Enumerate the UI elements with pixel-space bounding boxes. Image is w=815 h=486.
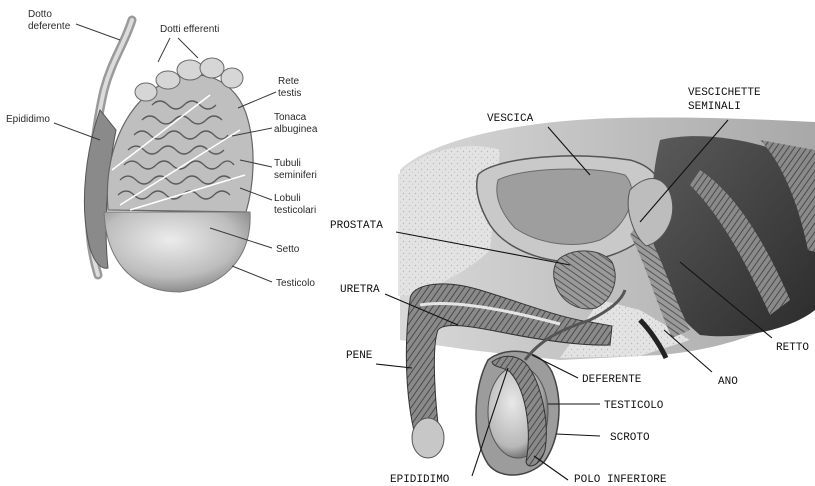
label-vescica: VESCICA xyxy=(487,113,534,125)
label-ano: ANO xyxy=(718,376,738,388)
right-pelvis-diagram: VESCICA VESCICHETTE SEMINALI PROSTATA UR… xyxy=(330,87,815,486)
glans xyxy=(412,418,444,458)
label-dotto-deferente-line1: Dotto xyxy=(28,9,52,20)
label-epididimo-right: EPIDIDIMO xyxy=(390,474,450,486)
label-lobuli-testicolari-line1: Lobuli xyxy=(274,193,301,204)
left-testis-diagram: Dotto deferente Dotti efferenti Rete tes… xyxy=(6,9,318,292)
label-rete-testis-line1: Rete xyxy=(278,76,300,87)
label-prostata: PROSTATA xyxy=(330,220,383,232)
label-vescichette-line2: SEMINALI xyxy=(688,101,741,113)
label-rete-testis-line2: testis xyxy=(278,88,301,99)
label-dotto-deferente-line2: deferente xyxy=(28,21,71,32)
label-tubuli-seminiferi-line1: Tubuli xyxy=(274,158,301,169)
label-deferente: DEFERENTE xyxy=(582,374,642,386)
label-scroto: SCROTO xyxy=(610,432,650,444)
label-vescichette-line1: VESCICHETTE xyxy=(688,87,761,99)
label-setto: Setto xyxy=(276,244,300,255)
label-tonaca-albuginea-line2: albuginea xyxy=(274,124,318,135)
label-testicolo-left: Testicolo xyxy=(276,278,315,289)
label-epididimo-left: Epididimo xyxy=(6,114,50,125)
label-uretra: URETRA xyxy=(340,284,380,296)
label-testicolo-right: TESTICOLO xyxy=(604,400,664,412)
label-dotti-efferenti: Dotti efferenti xyxy=(160,24,219,35)
label-tonaca-albuginea-line1: Tonaca xyxy=(274,112,307,123)
label-polo-inferiore: POLO INFERIORE xyxy=(574,474,667,486)
label-lobuli-testicolari-line2: testicolari xyxy=(274,205,316,216)
label-tubuli-seminiferi-line2: seminiferi xyxy=(274,170,317,181)
testis-lower-section xyxy=(104,212,250,292)
label-retto: RETTO xyxy=(776,342,809,354)
label-pene: PENE xyxy=(346,350,373,362)
